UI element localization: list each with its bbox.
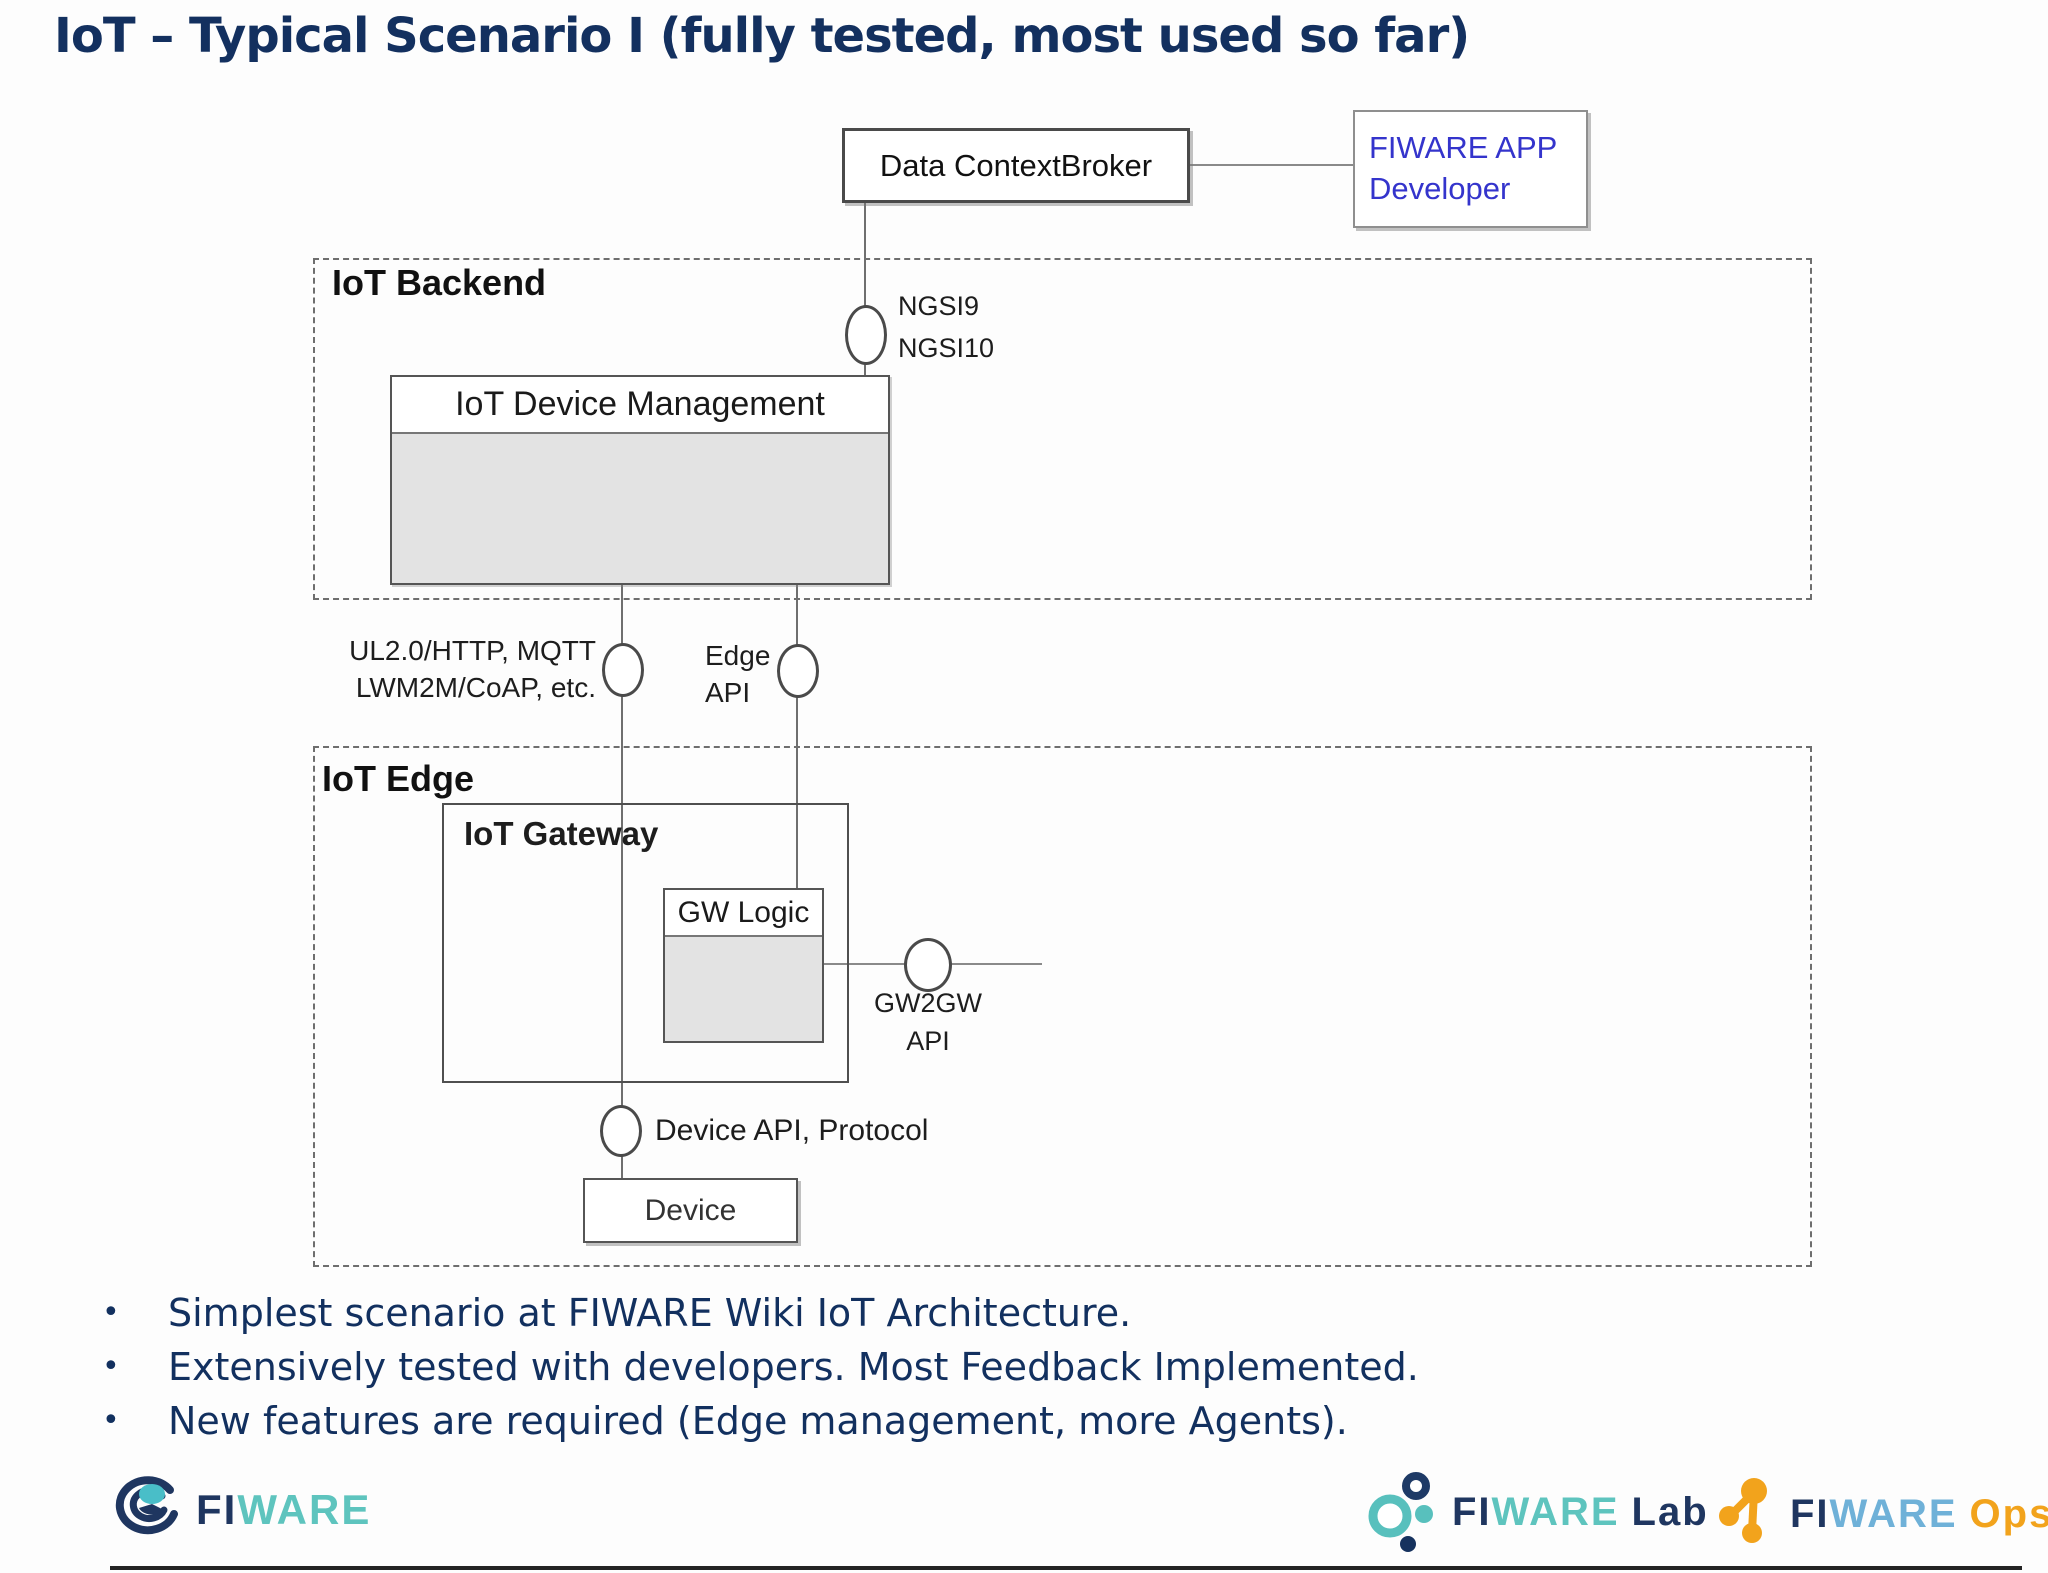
connector-devicemgmt-to-protocols (621, 585, 623, 644)
edge-api-line1: Edge (705, 640, 771, 671)
iot-backend-label: IoT Backend (332, 262, 547, 303)
iot-backend-container (313, 258, 1812, 600)
gw2gw-line2: API (906, 1026, 950, 1056)
iot-edge-label: IoT Edge (322, 758, 474, 799)
iot-device-management-box: IoT Device Management (390, 375, 890, 585)
gw-logic-box: GW Logic (663, 888, 824, 1043)
device-api-interface-circle-icon (600, 1105, 642, 1157)
ngsi9-label: NGSI9 (898, 291, 980, 321)
data-contextbroker-label: Data ContextBroker (879, 147, 1153, 183)
fiware-app-line1: FIWARE APP (1369, 130, 1558, 166)
iot-device-management-body (392, 434, 888, 583)
iot-gateway-label: IoT Gateway (464, 815, 659, 852)
fiware-app-line2: Developer (1369, 171, 1511, 206)
ngsi10-label: NGSI10 (898, 333, 995, 363)
gw-logic-body (665, 937, 822, 1041)
edge-api-interface-circle-icon (777, 644, 819, 698)
iot-gateway-box (442, 803, 849, 1083)
fiware-app-developer-box: FIWARE APP Developer (1353, 110, 1588, 228)
edge-api-label: Edge API (705, 637, 770, 711)
fiware-lab-ware: WARE (1491, 1490, 1620, 1534)
connector-edgeapi-to-gwlogic (796, 697, 798, 889)
gw2gw-interface-circle-icon (904, 938, 952, 992)
fiware-logo-ware: WARE (237, 1486, 372, 1533)
connector-broker-to-developer (1190, 164, 1353, 166)
fiware-ops-molecule-icon (1716, 1476, 1782, 1546)
protocols-line1: UL2.0/HTTP, MQTT (349, 635, 596, 666)
fiware-ops-suffix: Ops (1969, 1492, 2048, 1536)
connector-broker-to-ngsi (864, 203, 866, 306)
connector-ngsi-to-devicemgmt (864, 364, 866, 376)
fiware-ops-fi: FI (1790, 1492, 1830, 1536)
fiware-ops-ware: WARE (1829, 1492, 1958, 1536)
bullet-item: Simplest scenario at FIWARE Wiki IoT Arc… (88, 1286, 1419, 1340)
fiware-logo-fi: FI (196, 1486, 238, 1533)
device-box: Device (583, 1178, 798, 1243)
ngsi-interface-circle-icon (845, 305, 887, 365)
connector-devicemgmt-to-edgeapi (796, 585, 798, 645)
fiware-logo-text: FIWARE (196, 1486, 371, 1534)
protocols-label: UL2.0/HTTP, MQTT LWM2M/CoAP, etc. (330, 632, 596, 706)
fiware-lab-fi: FI (1452, 1490, 1492, 1534)
gw-logic-label: GW Logic (665, 890, 822, 937)
device-api-label: Device API, Protocol (655, 1114, 929, 1147)
connector-deviceapi-to-device (621, 1156, 623, 1180)
page-title: IoT – Typical Scenario I (fully tested, … (54, 8, 1470, 64)
gw2gw-line1: GW2GW (874, 988, 982, 1018)
fiware-lab-cluster-icon (1366, 1472, 1442, 1556)
edge-api-line2: API (705, 677, 751, 708)
iot-edge-container (313, 746, 1812, 1267)
fiware-lab-suffix: Lab (1631, 1490, 1709, 1534)
connector-protocols-to-deviceapi (621, 696, 623, 1106)
gw2gw-label: GW2GW API (858, 984, 998, 1060)
slide-bottom-rule (110, 1566, 2022, 1570)
data-contextbroker-box: Data ContextBroker (842, 128, 1190, 203)
bullet-item: New features are required (Edge manageme… (88, 1394, 1419, 1448)
bullet-list: Simplest scenario at FIWARE Wiki IoT Arc… (88, 1286, 1419, 1448)
bullet-item: Extensively tested with developers. Most… (88, 1340, 1419, 1394)
fiware-swirl-icon (112, 1470, 184, 1542)
protocols-line2: LWM2M/CoAP, etc. (355, 672, 596, 703)
protocols-interface-circle-icon (602, 643, 644, 697)
device-label: Device (644, 1193, 737, 1227)
iot-device-management-label: IoT Device Management (392, 377, 888, 434)
